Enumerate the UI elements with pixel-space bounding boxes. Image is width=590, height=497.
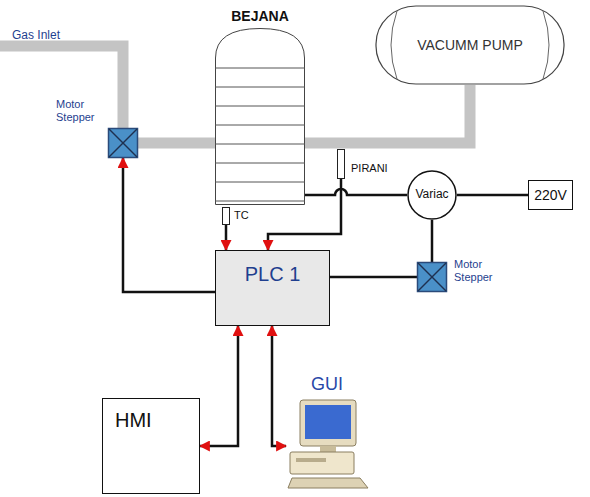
stepper-symbol [417,262,447,292]
signal-wire [330,276,417,279]
thermocouple: TC [222,207,230,225]
node-label: 220V [534,187,567,203]
node-label: PLC 1 [216,251,329,286]
signal-wire [200,326,238,446]
vessel-shape [215,28,305,205]
stepper-motor: Motor Stepper [417,262,447,292]
gas-inlet-pipe [0,46,123,128]
signal-wire [457,194,528,197]
node-label: TC [234,209,249,222]
gui-computer: GUI [286,398,368,490]
node-label: Variac [415,188,448,202]
signal-wire [272,326,286,446]
signal-wire [431,220,434,262]
stepper-valve: Motor Stepper [108,128,138,158]
inlet-label: Gas Inlet [12,28,60,42]
plc-box: PLC 1 [215,250,330,326]
power-source: 220V [528,180,573,210]
pirani-gauge: PIRANI [337,149,345,179]
node-label: PIRANI [351,162,388,175]
hmi-box: HMI [102,398,200,494]
gas-pipe [138,138,215,149]
computer-icon [286,398,368,490]
node-label: BEJANA [215,8,305,24]
stepper-symbol [108,128,138,158]
sensor-symbol [337,149,345,179]
vessel: BEJANA [215,8,305,205]
signal-wire [305,189,407,195]
gas-pipe [305,85,470,143]
node-label: Motor Stepper [454,258,504,283]
node-label: HMI [103,399,199,432]
signal-wire [225,225,228,250]
vacuum-pump: VACUMM PUMP [375,5,565,85]
sensor-symbol [222,207,230,225]
node-label: GUI [286,374,368,395]
node-label: Motor Stepper [56,98,104,123]
variac: Variac [407,170,457,220]
signal-wire [123,158,215,292]
node-label: VACUMM PUMP [417,37,523,53]
